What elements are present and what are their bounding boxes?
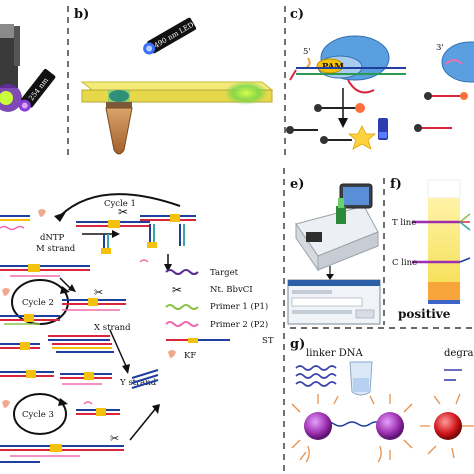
panel-label-c: c) [290, 7, 304, 22]
degrade-label: degrad [444, 348, 474, 359]
sample-well [109, 90, 129, 102]
panel-label-f: f) [390, 177, 402, 192]
device-body [0, 24, 14, 42]
panel-c: c) 5' PAM 3' [286, 7, 474, 150]
dispersed-nanoparticle [420, 393, 474, 459]
panel-label-b: b) [74, 7, 89, 22]
lateral-flow-strip [428, 198, 460, 282]
led-source: 490 nm LED [143, 17, 197, 55]
panel-a: 254 nm [0, 24, 56, 112]
sample-pad [428, 282, 460, 300]
legend-target: Target [210, 268, 239, 278]
test-strip [336, 206, 346, 224]
m-strand-label: M strand [36, 244, 76, 254]
five-prime-label: 5' [303, 47, 311, 57]
signal-star [347, 125, 377, 150]
legend-swatch-primer1 [165, 304, 199, 310]
dntp-label: dNTP [40, 233, 65, 243]
result-label: positive [398, 307, 451, 321]
panel-b: b) 490 nm LED [74, 7, 274, 155]
panel-f: f) T line C line positive [390, 177, 471, 321]
c-line-label: C line [392, 258, 417, 268]
legend-st: ST [262, 336, 274, 346]
legend: Target ✂ Nt. BbvCI Primer 1 (P1) Primer … [165, 268, 274, 361]
t-line-label: T line [392, 218, 416, 228]
kf-enzyme [38, 209, 46, 217]
x-strand-label: X strand [94, 323, 131, 333]
svg-text:✂: ✂ [110, 432, 119, 445]
legend-swatch-kf [168, 350, 176, 358]
gold-nanoparticle-2 [376, 412, 404, 440]
panel-d: Cycle 1 dNTP M strand ✂ [0, 193, 274, 463]
pcr-tube [105, 107, 133, 155]
gold-nanoparticle-1 [304, 412, 332, 440]
panel-g: g) linker DNA degrad [290, 337, 474, 463]
cycle3-label: Cycle 3 [22, 410, 54, 420]
linker-dna-3 [295, 381, 337, 387]
legend-swatch-target [165, 269, 199, 275]
uv-lamp-housing [0, 38, 18, 88]
cycle3-loop [13, 393, 67, 435]
linker-label: linker DNA [306, 348, 364, 359]
legend-primer2: Primer 2 (P2) [210, 319, 268, 330]
cycle1-arrow [59, 193, 181, 217]
legend-kf: KF [184, 351, 196, 361]
nanoparticle-dimer [291, 394, 413, 463]
three-prime-label: 3' [436, 43, 444, 53]
cycle2-label: Cycle 2 [22, 298, 54, 308]
svg-text:✂: ✂ [94, 286, 103, 299]
legend-swatch-scissors: ✂ [172, 283, 182, 297]
panel-label-g: g) [290, 337, 305, 352]
scissors-icon: ✂ [118, 205, 128, 219]
legend-nt-bbvci: Nt. BbvCI [210, 285, 253, 295]
legend-swatch-primer2 [165, 321, 199, 327]
sample-glow [0, 91, 13, 105]
cycle1-label: Cycle 1 [104, 199, 136, 209]
linker-dna-2 [295, 373, 337, 379]
panel-e: e) [287, 177, 381, 325]
arrow-down [338, 118, 348, 128]
linker-dna-1 [295, 365, 337, 371]
y-strand-label: Y strand [119, 378, 157, 388]
legend-primer1: Primer 1 (P1) [210, 301, 268, 312]
fluorescence-glow [224, 81, 268, 105]
uv-source: 254 nm [18, 68, 56, 112]
gold-nanoparticle-red [434, 412, 462, 440]
panel-label-e: e) [290, 177, 304, 192]
